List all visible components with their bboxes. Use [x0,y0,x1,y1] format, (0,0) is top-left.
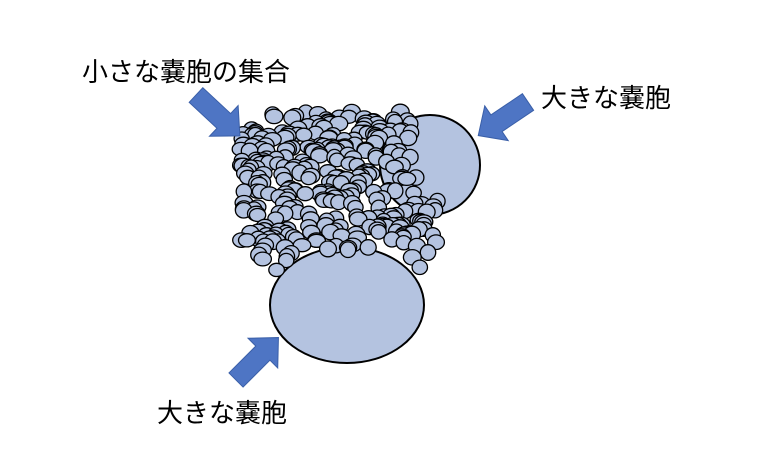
small-cyst [300,170,317,186]
small-cyst [370,224,387,240]
small-cyst [296,186,315,202]
small-cyst [264,108,284,125]
arrow-large-cyst-right [477,93,535,142]
label-small-cluster: 小さな嚢胞の集合 [82,58,291,88]
small-cyst [386,182,404,200]
small-cyst-cluster [231,103,446,278]
small-cyst [411,259,429,276]
arrow-large-cyst-bottom [228,337,279,388]
small-cyst [268,262,286,278]
small-cyst [419,244,437,261]
small-cyst [397,171,417,187]
small-cyst [318,240,338,258]
label-large-cyst-bottom: 大きな嚢胞 [157,399,288,429]
small-cyst [339,241,357,259]
small-cyst [359,239,377,256]
small-cyst [237,233,256,248]
label-large-cyst-right: 大きな嚢胞 [541,84,672,114]
arrow-small-cluster [188,86,241,137]
small-cyst [253,251,273,267]
small-cyst [295,127,313,143]
small-cyst [248,207,267,223]
small-cyst [277,252,295,269]
